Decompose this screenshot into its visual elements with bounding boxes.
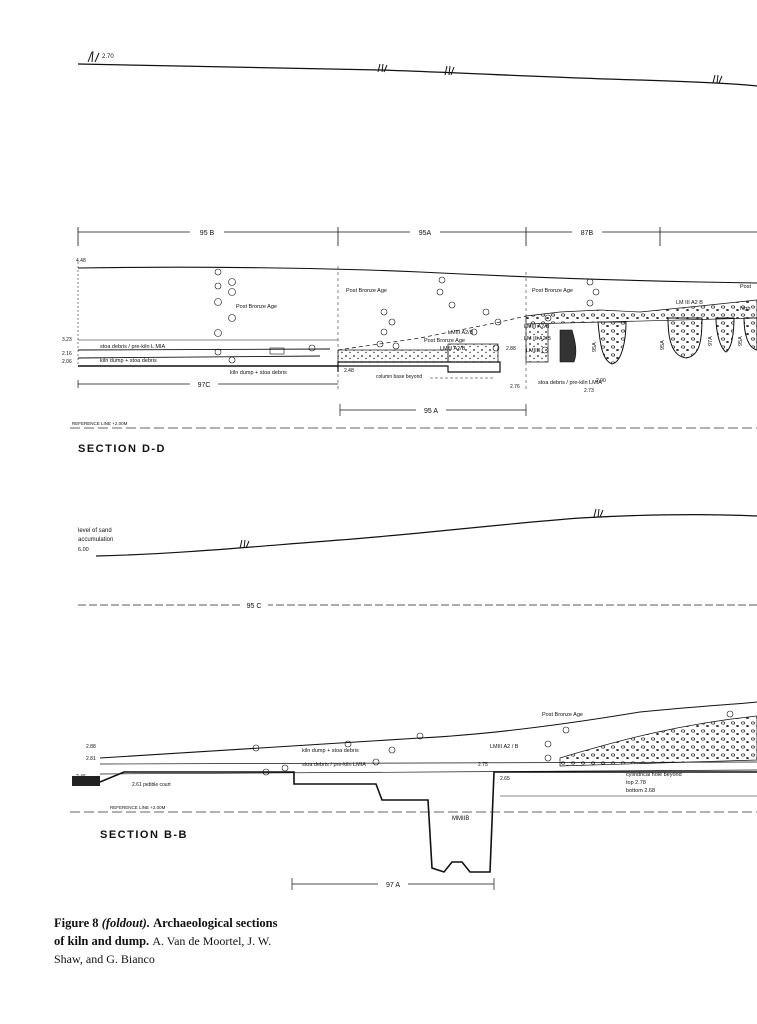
bb-elev-1: 2.88: [86, 744, 96, 750]
sand-note-1: level of sand: [78, 528, 112, 534]
elev-left-3: 2.06: [62, 359, 72, 365]
elev-point-2: 2.88: [506, 346, 516, 352]
pebble-court: 2.61 pebble court: [132, 782, 171, 788]
figure-caption: Figure 8 (foldout). Archaeological secti…: [54, 914, 284, 968]
sand-elevation: 6.00: [78, 547, 89, 553]
layer-kiln-label: kiln dump + stoa debris: [100, 358, 157, 364]
layer-stoa-label: stoa debris / pre-kiln L MIA: [100, 344, 166, 350]
top-ground-profile: 2.70: [77, 50, 757, 87]
section-bb: Post Bronze Age kiln dump + stoa debris …: [70, 701, 757, 890]
caption-foldout: (foldout).: [101, 916, 150, 930]
elev-point-1: 2.48: [344, 368, 354, 374]
elev-left-2: 2.16: [62, 351, 72, 357]
segment-87b: 87B: [581, 230, 594, 237]
reference-line-dd: REFERENCE LINE +2.00M: [72, 421, 128, 426]
post-bronze-label-2: Post Bronze Age: [346, 288, 387, 294]
caption-authors: A. Van de Moortel, J. W. Shaw, and G. Bi…: [54, 934, 272, 966]
grass-tuft-icon: [87, 50, 100, 63]
layer-kiln-label-2: kiln dump + stoa debris: [230, 370, 287, 376]
sand-note-2: accumulation: [78, 537, 113, 543]
segment-95b: 95 B: [200, 230, 215, 237]
right-cut-high: high: [740, 306, 750, 312]
bb-layer-stoa: stoa debris / pre-kiln LMIA: [302, 762, 366, 768]
middle-profile: level of sand accumulation 6.00 95 C: [78, 508, 757, 610]
column-note: column base beyond: [376, 374, 422, 380]
segment-95c: 95 C: [247, 603, 262, 610]
section-dd: 95 B 95A 87B 4.48 stoa debris / pre-kiln…: [62, 227, 757, 455]
pit-label-1: 95A: [592, 342, 598, 352]
pit-label-4: 95A: [738, 336, 744, 346]
caption-title: Archaeological sections of kiln and dump…: [54, 916, 278, 948]
post-bronze-label-3: Post Bronze Age: [424, 338, 465, 344]
hole-note-2: top 2.78: [626, 780, 646, 786]
post-bronze-label-4: Post Bronze Age: [532, 288, 573, 294]
segment-97a: 97 A: [386, 882, 400, 889]
elev-left-1: 3.23: [62, 337, 72, 343]
elev-point-5: 2.90: [596, 378, 606, 384]
bb-elev-2: 2.81: [86, 756, 96, 762]
hole-note-3: bottom 2.68: [626, 788, 655, 794]
right-cut-post: Post: [740, 284, 751, 290]
stoa-note: stoa debris / pre-kiln LMIA: [538, 380, 602, 386]
elev-point-3: 2.76: [510, 384, 520, 390]
segment-95a-bottom: 95 A: [424, 408, 438, 415]
bb-lm-label: LMIII A2 / B: [490, 744, 519, 750]
lm-label-2: LMIII A2/B: [440, 346, 466, 352]
lm-label-5: LM III A2 B: [676, 300, 703, 306]
lm-label-4: LM III A2/B: [524, 336, 551, 342]
elev-top-label: 4.48: [76, 258, 86, 264]
segment-97c: 97C: [198, 382, 211, 389]
segment-95a: 95A: [419, 230, 432, 237]
lm-label-6: LMIIB: [526, 348, 541, 354]
top-elevation-label: 2.70: [102, 54, 114, 60]
pit-label-3: 97A: [708, 336, 714, 346]
caption-figure: Figure 8: [54, 916, 99, 930]
bb-layer-kiln: kiln dump + stoa debris: [302, 748, 359, 754]
elev-point-4: 2.73: [584, 388, 594, 394]
bb-elev-point-1: 2.75: [478, 762, 488, 768]
bb-elev-point-2: 2.65: [500, 776, 510, 782]
section-bb-title: SECTION B-B: [100, 829, 188, 841]
lm-label-1: LMIII A2/B: [448, 330, 474, 336]
lm-label-3: LMIII A2/B: [524, 324, 550, 330]
post-bronze-label-1: Post Bronze Age: [236, 304, 277, 310]
reference-line-bb: REFERENCE LINE +2.00M: [110, 805, 166, 810]
pit-label-2: 95A: [660, 340, 666, 350]
pit-mmiib: MMIIB: [452, 816, 469, 822]
section-dd-title: SECTION D-D: [78, 443, 166, 455]
hole-note-1: cylindrical hole beyond: [626, 772, 682, 778]
bb-post-bronze: Post Bronze Age: [542, 712, 583, 718]
